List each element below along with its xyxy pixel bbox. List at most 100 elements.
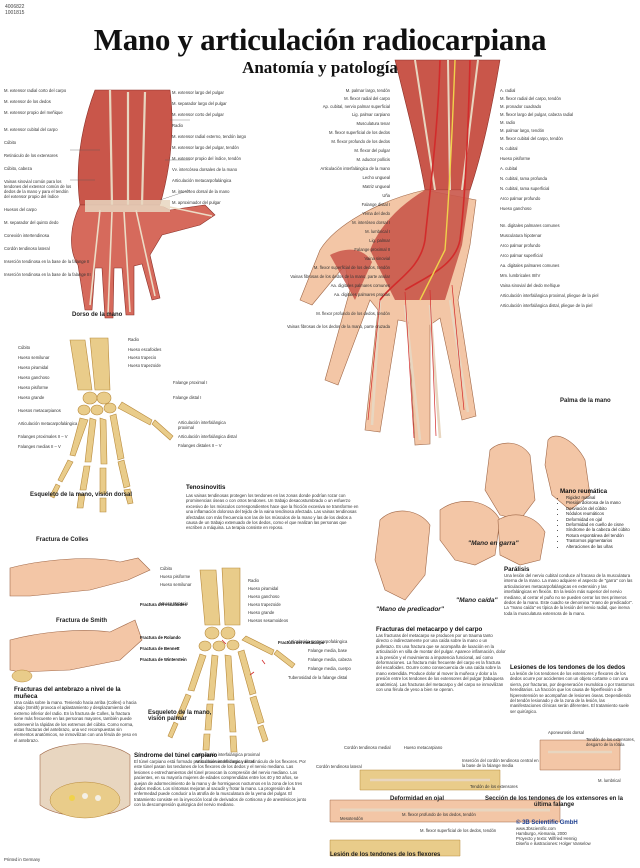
- dorsal-right-labels: M. extensor largo del pulgar M. separado…: [172, 90, 246, 205]
- label: N. cubital, rama superficial: [500, 186, 550, 191]
- palmar-skeleton-bottom-labels: Articulación interfalángica proximal Art…: [195, 752, 260, 764]
- label: Vainas fibrosas de los dedos de la mano,…: [286, 324, 390, 329]
- label: Arco palmar superficial: [500, 253, 543, 258]
- metacarpal-section: Fracturas del metacarpo y del carpo Las …: [376, 626, 506, 692]
- label: A. radial: [500, 88, 516, 93]
- label: M. aproximador del pulgar: [172, 200, 221, 205]
- mesotendon-label: Mesotendón: [340, 816, 364, 821]
- label: Vainas fibrosas de los dedos de la mano,…: [290, 274, 390, 279]
- label: Hueso trapezoide: [128, 363, 161, 368]
- label: Lecho ungueal: [362, 175, 390, 180]
- fracture-label: Fractura de Rolando: [140, 635, 181, 640]
- label: N. cubital, rama profunda: [500, 176, 548, 181]
- label: Hueso semilunar: [18, 355, 50, 360]
- boutonniere-labels: Cordón tendinoso medial Hueso metacarpia…: [344, 745, 442, 750]
- label: Hueso trapecio: [128, 355, 157, 360]
- smith-caption: Fractura de Smith: [56, 618, 108, 624]
- extensor-lesion-caption: Sección de los tendones de los extensore…: [484, 796, 624, 808]
- palm-right-labels: A. radial M. flexor radial del carpo, te…: [500, 88, 598, 308]
- label: Hueso ganchoso: [500, 206, 532, 211]
- label: M. palmar largo, tendón: [345, 88, 390, 93]
- boutonniere-extensor-label: Tendón de los extensores: [470, 784, 518, 789]
- section-text: La lesión de los tendones de los extenso…: [510, 671, 635, 714]
- label: Articulación interfalángica proximal: [195, 752, 260, 757]
- label: M. flexor radial del carpo, tendón: [500, 96, 561, 101]
- label: Falange proximal I: [173, 380, 208, 385]
- section-text: Las fracturas del metacarpo se producen …: [376, 633, 506, 693]
- publisher-line: Diseño e ilustraciones: Holger Vanselow: [516, 841, 591, 846]
- label: Cordón tendinoso medial: [344, 745, 391, 750]
- label: Lig. palmar carpiano: [352, 112, 390, 117]
- label: Musculatura tenar: [356, 121, 390, 126]
- list-item: Presión dolorosa de la mano: [566, 500, 638, 505]
- rheumatoid-list: Rigidez matinal Presión dolorosa de la m…: [560, 495, 638, 549]
- label: Articulación interfalángica distal: [178, 434, 237, 439]
- section-heading: Fracturas del metacarpo y del carpo: [376, 626, 483, 633]
- label: M. extensor largo del pulgar, tendón: [172, 145, 239, 150]
- label: M. interóseo dorsal de la mano: [172, 189, 230, 194]
- section-text: Las vainas tendinosas protegen los tendo…: [186, 493, 359, 531]
- label: M. extensor propio del índice, tendón: [172, 156, 241, 161]
- section-heading: Tenosinovitis: [186, 484, 226, 491]
- publisher-line: Hamburgo, Alemania, 2000: [516, 831, 567, 836]
- publisher-block: © 3B Scientific GmbH www.3bscientific.co…: [516, 820, 636, 846]
- label: M. flexor profundo de los dedos: [331, 139, 390, 144]
- code-line: 1001815: [5, 10, 25, 16]
- label: Hueso trapezoide: [248, 602, 281, 607]
- label: Vainas sinovial común para los tendones …: [4, 179, 72, 199]
- skeleton-right-labels: Radio Hueso escafoides Hueso trapecio Hu…: [128, 337, 238, 448]
- carpal-tunnel-section: Síndrome del túnel carpiano El túnel car…: [134, 752, 310, 808]
- label: Articulación metacarpofalángica: [288, 639, 348, 644]
- label: Aa. digitales palmares comunes: [500, 263, 560, 268]
- label: Cúbito: [18, 345, 31, 350]
- label: M. extensor cubital del carpo: [4, 127, 58, 132]
- label: Lig. palmar: [369, 238, 390, 243]
- palmar-skeleton-right-labels: Radio Hueso piramidal Hueso ganchoso Hue…: [248, 578, 352, 680]
- label: Articulación metacarpofalángica: [18, 421, 78, 426]
- label: Falange proximal II: [354, 247, 390, 252]
- label: Huesos del carpo: [4, 207, 37, 212]
- label: M. flexor radial del carpo: [344, 96, 390, 101]
- label: Hueso pisiforme: [18, 385, 49, 390]
- palmar-skeleton-caption: Esqueleto de la mano, visión palmar: [148, 710, 212, 722]
- flexor-superficial-label: M. flexor superficial de los dedos, tend…: [420, 828, 497, 833]
- label: Falanges distales II – V: [178, 443, 222, 448]
- label: Cúbito, cabeza: [4, 166, 32, 171]
- label: Articulación interfalángica proximal, pl…: [500, 293, 599, 298]
- mano-predicador-label: "Mano de predicador": [376, 606, 444, 613]
- label: Uña: [382, 193, 390, 198]
- label: M. extensor de los dedos: [4, 99, 51, 104]
- label: M. extensor corto del pulgar: [172, 112, 224, 117]
- label: Articulación interfalángica distal, plie…: [500, 303, 593, 308]
- palm-left-labels: M. palmar largo, tendón M. flexor radial…: [270, 88, 390, 329]
- section-heading: Síndrome del túnel carpiano: [134, 752, 218, 759]
- label: M. separador del quinto dedo: [4, 220, 59, 225]
- label: Radio: [172, 123, 183, 128]
- label: Radio: [128, 337, 139, 342]
- boutonniere-insertion-label: Inserción del cordón tendinoso central e…: [462, 758, 539, 768]
- colles-caption: Fractura de Colles: [36, 537, 89, 543]
- label: Hueso ganchoso: [18, 375, 50, 380]
- section-heading: Fracturas del antebrazo a nivel de la mu…: [14, 686, 121, 700]
- section-heading: Mano reumática: [560, 488, 608, 495]
- label: M. aductor pollicis: [356, 157, 390, 162]
- label: M. flexor superficial de los dedos: [329, 130, 390, 135]
- list-item: Nódulos reumáticos: [566, 511, 638, 516]
- skeleton-left-labels: Cúbito Hueso semilunar Hueso piramidal H…: [18, 345, 77, 449]
- label: M. interóseo dorsal I: [352, 220, 390, 225]
- list-item: Deformidad en cuello de cisne: [566, 522, 638, 527]
- boutonniere-lateral-label: Cordón tendinoso lateral: [316, 764, 362, 769]
- label: Hueso semilunar: [160, 582, 192, 587]
- code-line: 4006822: [5, 4, 25, 10]
- label: Huesos sesamoideos: [248, 618, 289, 623]
- page-subtitle: Anatomía y patología: [242, 58, 398, 77]
- label: Hueso pisiforme: [500, 156, 531, 161]
- label: Arco palmar profundo: [500, 243, 541, 248]
- label: M. flexor del pulgar: [354, 148, 390, 153]
- extensor-tear-label: Tendón de los extensores, desgarro de la…: [586, 737, 635, 747]
- rheumatoid-section: Mano reumática Rigidez matinal Presión d…: [560, 488, 638, 549]
- label: Conexión intertendinosa: [4, 233, 50, 238]
- label: Cúbito: [160, 566, 173, 571]
- list-item: Rigidez matinal: [566, 495, 638, 500]
